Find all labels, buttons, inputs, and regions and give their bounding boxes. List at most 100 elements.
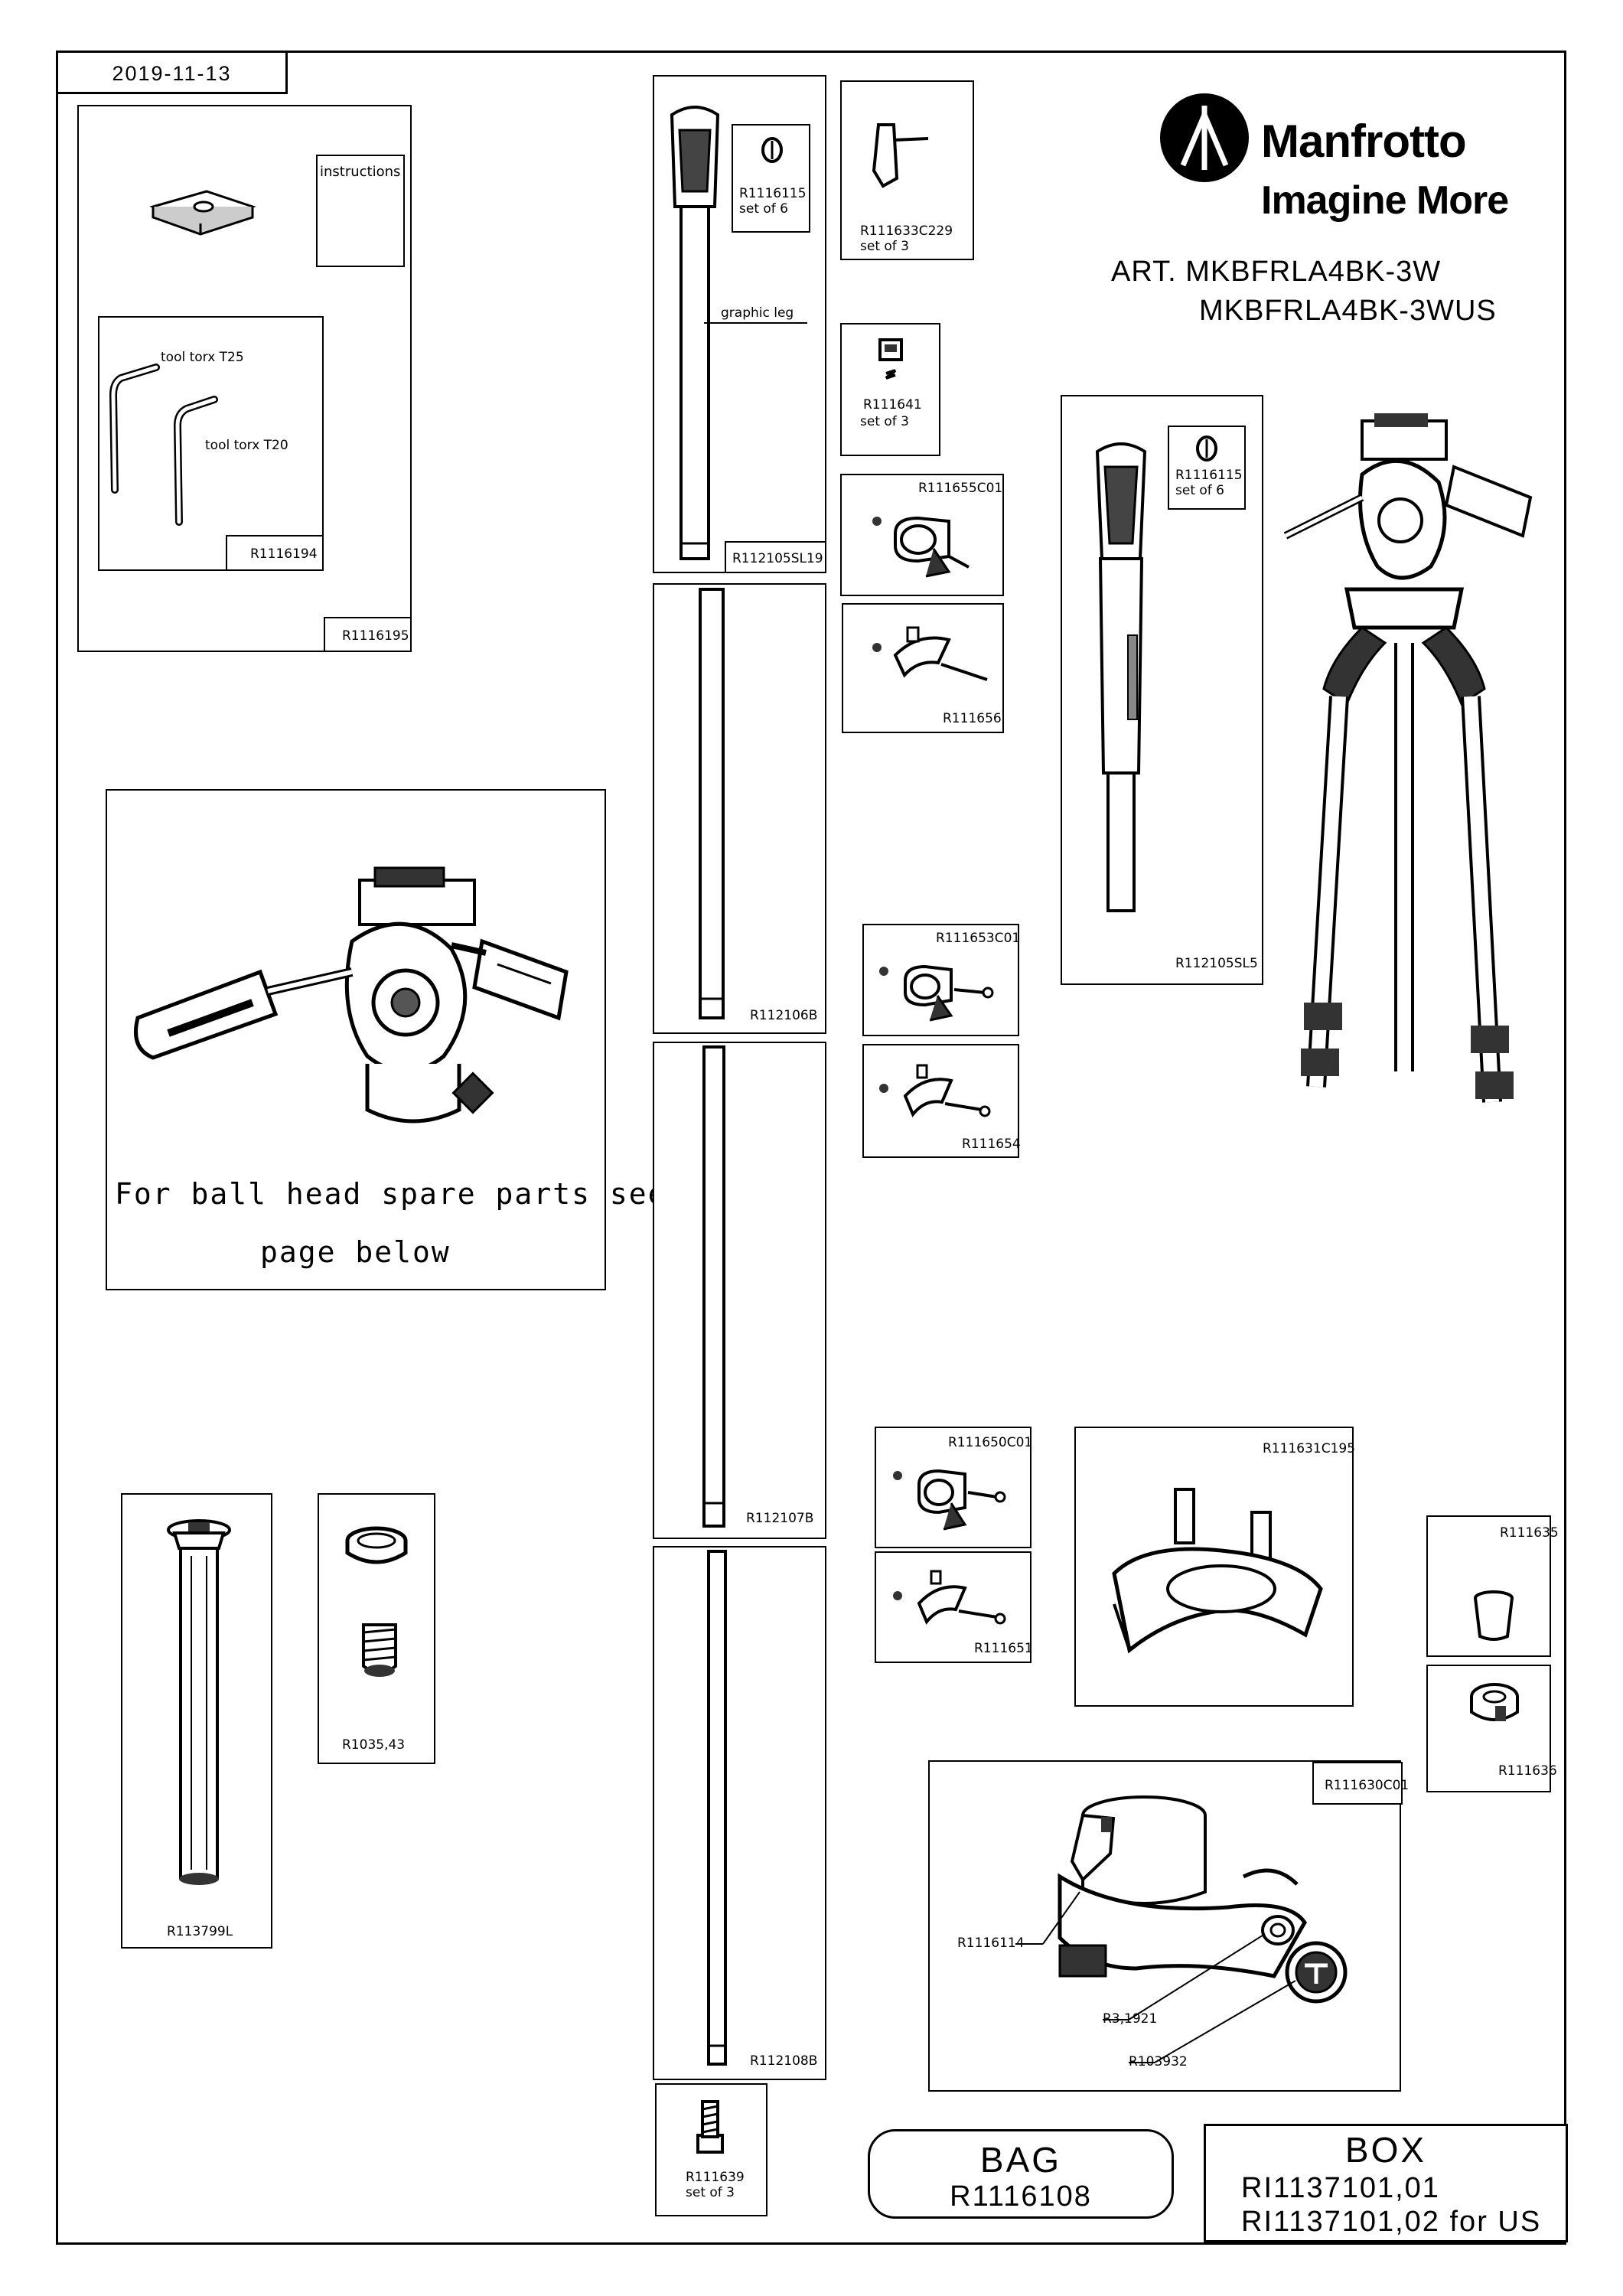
box-code-1: RI1137101,01 bbox=[1241, 2172, 1440, 2204]
r111641-set: set of 3 bbox=[860, 414, 909, 429]
r112105sl19-tag: R112105SL19 bbox=[725, 541, 826, 573]
r1035-43-label: R1035,43 bbox=[342, 1737, 406, 1753]
r1116195-tag: R1116195 bbox=[324, 617, 412, 652]
lock-lever-2-icon bbox=[879, 1064, 991, 1117]
r1116194-tag: R1116194 bbox=[226, 535, 324, 571]
r111633c229-set: set of 3 bbox=[860, 239, 909, 254]
leg-lock-clamp-3-icon bbox=[893, 1469, 1006, 1531]
leg-tube-3-icon bbox=[707, 1550, 727, 2066]
r111650c01-box: R111650C01 bbox=[875, 1427, 1033, 1548]
instructions-box: instructions bbox=[316, 155, 405, 267]
r111655c01-box: R111655C01 bbox=[840, 474, 1004, 596]
r111639-box: R111639 set of 3 bbox=[655, 2083, 768, 2216]
r113799l-box: R113799L bbox=[121, 1493, 272, 1949]
r111635-box: R111635 bbox=[1426, 1515, 1559, 1657]
r111633c229-box: R111633C229 set of 3 bbox=[840, 80, 974, 260]
spring-screw-icon bbox=[362, 1623, 397, 1677]
page-frame bbox=[56, 51, 1566, 2245]
art-number-1: ART. MKBFRLA4BK-3W bbox=[1111, 256, 1442, 288]
r111641-label: R111641 bbox=[863, 397, 922, 413]
r111653c01-label: R111653C01 bbox=[936, 931, 1021, 946]
r113799l-label: R113799L bbox=[167, 1924, 233, 1939]
center-collar-icon bbox=[1058, 1795, 1307, 1978]
r111656-label: R111656 bbox=[943, 711, 1002, 726]
tools-box bbox=[98, 316, 324, 571]
date-text: 2019-11-13 bbox=[112, 62, 232, 85]
r1116115-a-set: set of 6 bbox=[739, 201, 788, 217]
bag-title: BAG bbox=[979, 2140, 1062, 2180]
r111651-label: R111651 bbox=[974, 1641, 1033, 1656]
lock-lever-icon bbox=[872, 626, 988, 681]
r111630c01-tag: R111630C01 bbox=[1312, 1762, 1409, 1805]
pan-head-icon bbox=[134, 866, 569, 1124]
leg-tube-1-icon bbox=[699, 588, 725, 1019]
r111654-label: R111654 bbox=[962, 1137, 1021, 1152]
bag-code: R1116108 bbox=[950, 2180, 1092, 2213]
r1116115-b-set: set of 6 bbox=[1175, 483, 1224, 498]
art-number-2: MKBFRLA4BK-3WUS bbox=[1199, 295, 1497, 327]
leader-lines bbox=[1015, 1891, 1296, 2063]
torx-keys-icon bbox=[109, 364, 218, 526]
leg-section-1-box bbox=[653, 583, 826, 1034]
nut-icon bbox=[1470, 1683, 1519, 1721]
upper-leg-icon bbox=[1095, 442, 1147, 912]
box-box: BOX RI1137101,01 RI1137101,02 for US bbox=[1204, 2124, 1568, 2242]
r111631c195-box: R111631C195 bbox=[1074, 1427, 1356, 1707]
r1116115-b-label: R1116115 bbox=[1175, 468, 1243, 483]
r1116195-label: R1116195 bbox=[342, 628, 409, 644]
r1116115-a-label: R1116115 bbox=[739, 186, 807, 201]
tripod-assembly-icon bbox=[1283, 413, 1533, 1103]
r1035-43-box: R1035,43 bbox=[318, 1493, 435, 1764]
r112108b-label: R112108B bbox=[750, 2053, 818, 2069]
spider-icon bbox=[1112, 1488, 1323, 1654]
r111636-label: R111636 bbox=[1498, 1763, 1557, 1779]
box-title: BOX bbox=[1344, 2130, 1427, 2170]
r111655c01-label: R111655C01 bbox=[918, 481, 1003, 496]
adapter-icon bbox=[1285, 1941, 1348, 2004]
r111656-box: R111656 bbox=[842, 603, 1004, 733]
r111653c01-box: R111653C01 bbox=[862, 924, 1021, 1036]
box-code-2: RI1137101,02 for US bbox=[1241, 2206, 1542, 2238]
leg-tube-2-icon bbox=[702, 1045, 725, 1528]
graphic-leg-label: graphic leg bbox=[721, 305, 794, 321]
center-column-icon bbox=[167, 1519, 231, 1885]
clip-icon bbox=[878, 338, 903, 380]
brand-tagline: Imagine More bbox=[1261, 178, 1509, 223]
r1116194-label: R1116194 bbox=[250, 546, 318, 562]
brand-name: Manfrotto bbox=[1261, 116, 1467, 167]
screw-icon bbox=[696, 2100, 724, 2154]
lever-icon bbox=[872, 123, 929, 188]
r111651-box: R111651 bbox=[875, 1551, 1033, 1663]
r111633c229-label: R111633C229 bbox=[860, 223, 953, 239]
head-note-line1: For ball head spare parts see bbox=[115, 1177, 667, 1211]
tool-t25-label: tool torx T25 bbox=[161, 350, 244, 365]
r1116115-a-tag: R1116115 set of 6 bbox=[732, 124, 810, 233]
r1116115-b-tag: R1116115 set of 6 bbox=[1168, 426, 1246, 510]
date-tab: 2019-11-13 bbox=[56, 51, 288, 94]
r112107b-label: R112107B bbox=[746, 1511, 814, 1526]
graphic-leg-leader bbox=[704, 322, 807, 324]
manfrotto-logo-icon bbox=[1160, 93, 1249, 182]
r112106b-label: R112106B bbox=[750, 1008, 818, 1023]
r111654-box: R111654 bbox=[862, 1044, 1021, 1158]
r111639-label: R111639 bbox=[686, 2170, 745, 2185]
cam-lever-icon bbox=[1070, 1813, 1116, 1883]
r111650c01-label: R111650C01 bbox=[948, 1435, 1033, 1450]
ring-b-icon bbox=[1196, 435, 1217, 461]
ring-icon bbox=[761, 137, 783, 163]
leg-lock-clamp-2-icon bbox=[879, 964, 994, 1022]
r103932-label: R103932 bbox=[1129, 2054, 1188, 2069]
tool-t20-label: tool torx T20 bbox=[205, 438, 288, 453]
r111636-box: R111636 bbox=[1426, 1665, 1557, 1792]
r111631c195-label: R111631C195 bbox=[1263, 1441, 1356, 1456]
quick-release-plate-icon bbox=[149, 190, 256, 236]
bushing-icon bbox=[1474, 1590, 1514, 1641]
top-leg-icon bbox=[670, 106, 720, 560]
r3-1921-label: R3,1921 bbox=[1103, 2011, 1158, 2027]
r111630c01-box: R111630C01 R1116114 R3,1921 R103932 bbox=[928, 1760, 1409, 2092]
r111641-box: R111641 set of 3 bbox=[840, 323, 940, 456]
o-ring-icon bbox=[345, 1526, 408, 1564]
r111635-label: R111635 bbox=[1500, 1525, 1559, 1541]
r111630c01-label: R111630C01 bbox=[1325, 1778, 1410, 1793]
leg-section-3-box bbox=[653, 1546, 826, 2080]
